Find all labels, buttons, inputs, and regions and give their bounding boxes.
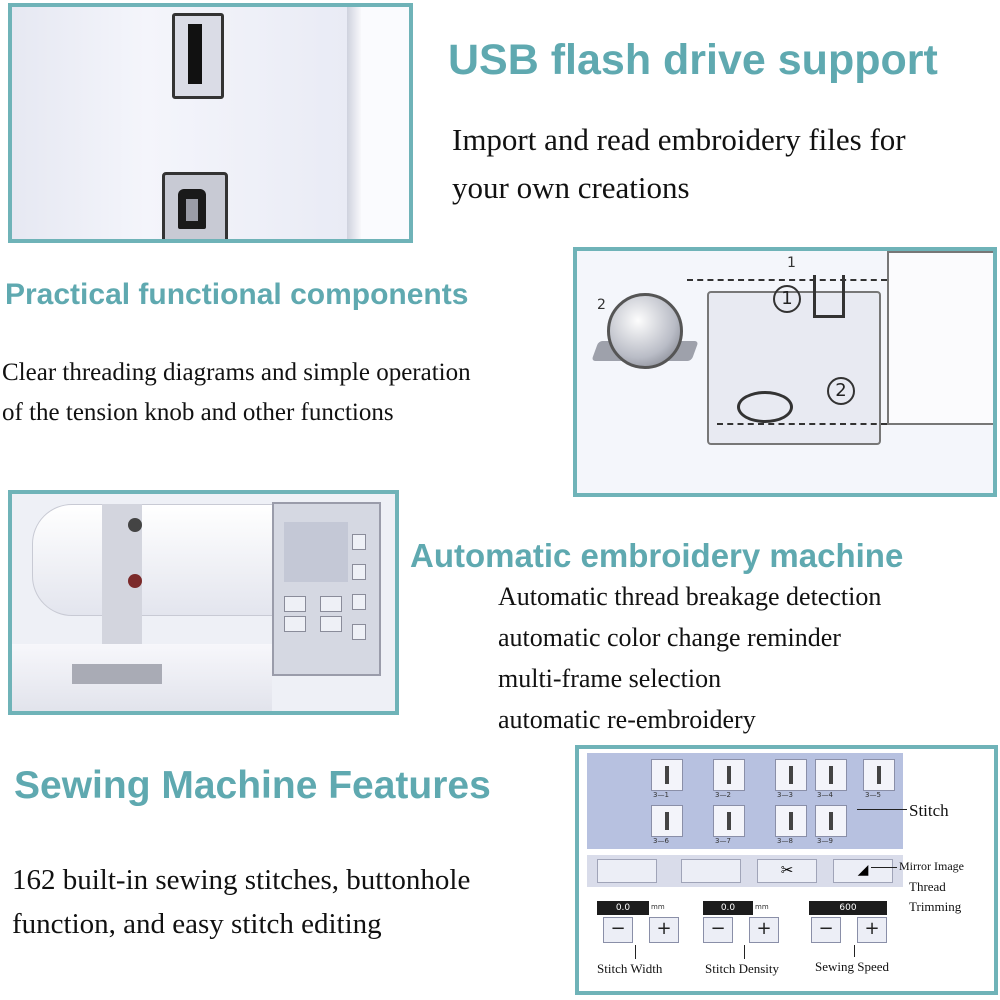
stitch-icon [775, 759, 807, 791]
usb-a-port-icon [172, 13, 224, 99]
touch-screen-panel [272, 502, 381, 676]
stitch-annotation: Stitch [909, 801, 949, 820]
stitch-code: 3—3 [777, 791, 793, 799]
sewing-speed-value: 600 [809, 901, 887, 915]
thread-hook-1 [813, 275, 845, 318]
stitch-icon [863, 759, 895, 791]
side-button [352, 564, 366, 580]
sewing-title: Sewing Machine Features [14, 764, 491, 807]
width-pointer [635, 945, 636, 959]
mirror-image-icon: ◢ [833, 859, 893, 883]
mirror-pointer [871, 867, 897, 868]
needle-plate [72, 664, 162, 684]
stitch-icon [815, 759, 847, 791]
stitch-width-value: 0.0 [597, 901, 649, 915]
stitch-code: 3—4 [817, 791, 833, 799]
side-button [352, 534, 366, 550]
step-number-1: 1 [787, 255, 796, 271]
density-minus-button: − [703, 917, 733, 943]
stitch-pointer [857, 809, 907, 810]
stitch-density-annotation: Stitch Density [705, 961, 780, 976]
thread-guide-2 [737, 391, 793, 423]
thread-path-1 [687, 279, 887, 281]
components-title: Practical functional components [5, 278, 469, 311]
stitch-selection-screen: 3—1 3—2 3—3 3—4 3—5 3—6 3—7 3—8 3—9 [587, 753, 903, 849]
screen-button [284, 596, 306, 612]
embroidery-title: Automatic embroidery machine [410, 537, 904, 574]
usb-b-port-icon [162, 172, 228, 239]
trimming-annotation: Trimming [909, 899, 962, 914]
stitch-code: 3—2 [715, 791, 731, 799]
scissors-icon: ✂ [757, 859, 817, 883]
width-unit: mm [651, 903, 665, 911]
density-pointer [744, 945, 745, 959]
edit-toolbar: ✂ ◢ [587, 855, 903, 887]
density-plus-button: + [749, 917, 779, 943]
thread-path-2 [717, 423, 887, 425]
stitch-icon [815, 805, 847, 837]
step-number-2: 2 [597, 297, 606, 313]
sewing-description: 162 built-in sewing stitches, buttonhole… [12, 858, 470, 946]
stitch-width-annotation: Stitch Width [597, 961, 663, 976]
tension-knob-icon [607, 293, 683, 369]
speed-minus-button: − [811, 917, 841, 943]
usb-desc-line-2: your own creations [452, 170, 690, 205]
machine-side [361, 7, 409, 239]
tool-button [597, 859, 657, 883]
components-description: Clear threading diagrams and simple oper… [2, 353, 471, 433]
usb-title: USB flash drive support [448, 36, 938, 84]
feature-item: Automatic thread breakage detection [498, 582, 882, 611]
stitch-code: 3—9 [817, 837, 833, 845]
panel-edge [347, 7, 361, 239]
step-1-circle: 1 [773, 285, 801, 313]
speed-pointer [854, 945, 855, 957]
tool-button [681, 859, 741, 883]
density-unit: mm [755, 903, 769, 911]
width-plus-button: + [649, 917, 679, 943]
stitch-icon [713, 759, 745, 791]
sewing-speed-annotation: Sewing Speed [815, 959, 890, 974]
width-minus-button: − [603, 917, 633, 943]
feature-item: multi-frame selection [498, 664, 722, 693]
sewing-desc-line-2: function, and easy stitch editing [12, 908, 382, 940]
sewing-screen-photo: 3—1 3—2 3—3 3—4 3—5 3—6 3—7 3—8 3—9 ✂ ◢ … [575, 745, 998, 995]
embroidery-machine-photo [8, 490, 399, 715]
speed-plus-button: + [857, 917, 887, 943]
start-button-icon [128, 574, 142, 588]
screen-button [320, 596, 342, 612]
thread-guide-block [887, 251, 993, 425]
thread-annotation: Thread [909, 879, 946, 894]
stitch-code: 3—6 [653, 837, 669, 845]
threading-diagram-photo: 1 2 1 2 [573, 247, 997, 497]
stitch-code: 3—1 [653, 791, 669, 799]
stitch-code: 3—5 [865, 791, 881, 799]
step-2-circle: 2 [827, 377, 855, 405]
tension-plate [707, 291, 881, 445]
usb-description: Import and read embroidery files for you… [452, 116, 906, 212]
stitch-icon [651, 805, 683, 837]
screen-button [320, 616, 342, 632]
components-desc-line-2: of the tension knob and other functions [2, 399, 394, 426]
mirror-image-annotation: Mirror Image [899, 859, 964, 873]
stitch-code: 3—8 [777, 837, 793, 845]
stitch-density-value: 0.0 [703, 901, 753, 915]
usb-desc-line-1: Import and read embroidery files for [452, 122, 906, 157]
components-desc-line-1: Clear threading diagrams and simple oper… [2, 359, 471, 386]
stitch-code: 3—7 [715, 837, 731, 845]
usb-ports-photo [8, 3, 413, 243]
screen-button [284, 616, 306, 632]
side-button [352, 594, 366, 610]
side-button [352, 624, 366, 640]
stitch-icon [775, 805, 807, 837]
lcd-display [284, 522, 348, 582]
stitch-icon [713, 805, 745, 837]
embroidery-features-list: Automatic thread breakage detection auto… [498, 576, 881, 740]
stitch-icon [651, 759, 683, 791]
sewing-desc-line-1: 162 built-in sewing stitches, buttonhole [12, 864, 471, 896]
control-button-icon [128, 518, 142, 532]
feature-item: automatic re-embroidery [498, 705, 756, 734]
feature-item: automatic color change reminder [498, 623, 841, 652]
